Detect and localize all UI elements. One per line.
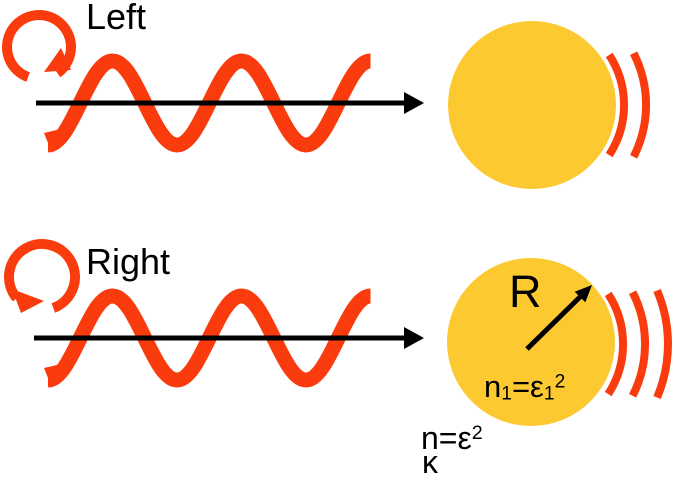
formula-mid: =ε xyxy=(511,369,544,404)
propagation-arrowhead xyxy=(404,92,424,114)
radius-arrow xyxy=(525,285,592,351)
propagation-arrow-top xyxy=(36,92,424,114)
propagation-arrow-bottom xyxy=(34,327,424,349)
sphere-index-formula: n1=ε12 xyxy=(484,371,565,404)
radius-arrowhead xyxy=(574,285,592,303)
rotation-arrowhead xyxy=(44,48,71,72)
scattered-wave-arcs-bottom xyxy=(604,288,672,400)
em-wave-top xyxy=(44,53,373,153)
bottom-row xyxy=(4,239,672,426)
formula-base: n xyxy=(484,369,502,404)
rotation-arrowhead xyxy=(12,289,44,313)
extinction-coefficient-label: κ xyxy=(422,444,438,480)
scattered-wave-arcs-top xyxy=(605,51,650,159)
radius-line xyxy=(525,294,583,351)
top-row xyxy=(2,10,650,189)
scattered-arc xyxy=(630,51,650,159)
formula-subscript: 1 xyxy=(501,383,512,405)
sphere-top xyxy=(448,21,616,189)
formula-base: n=ε xyxy=(421,420,472,456)
scattered-arc xyxy=(653,288,672,400)
medium-index-formula: n=ε2 xyxy=(421,422,483,454)
rotation-arc xyxy=(2,10,76,82)
rotation-counterclockwise-icon xyxy=(4,239,80,313)
radius-label: R xyxy=(509,266,542,317)
polarization-label-right: Right xyxy=(86,241,171,282)
polarization-label-left: Left xyxy=(86,0,147,37)
rotation-arc xyxy=(4,239,80,313)
scattered-arc xyxy=(604,291,628,397)
scattered-arc xyxy=(605,52,629,158)
formula-exponent: 2 xyxy=(471,422,483,445)
propagation-arrowhead xyxy=(404,327,424,349)
em-wave-bottom xyxy=(44,288,373,388)
scattered-arc xyxy=(629,290,649,398)
rotation-clockwise-icon xyxy=(2,10,76,82)
formula-subscript: 1 xyxy=(543,383,555,405)
formula-exponent: 2 xyxy=(554,371,566,393)
